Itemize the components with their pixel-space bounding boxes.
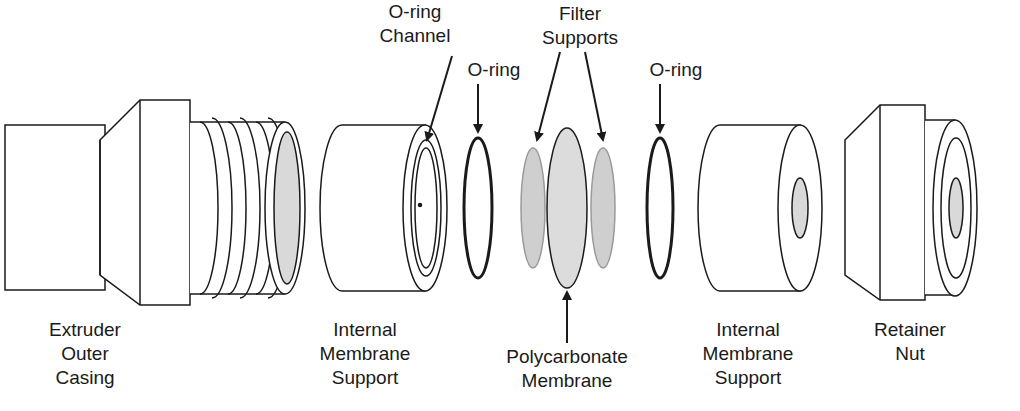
leader-arrows bbox=[427, 52, 660, 343]
part-label: Internal Membrane Support bbox=[315, 318, 415, 390]
part-label: Filter Supports bbox=[530, 2, 630, 50]
filter-support bbox=[521, 148, 545, 268]
retainer-nut bbox=[845, 105, 977, 300]
part-label: Internal Membrane Support bbox=[698, 318, 798, 390]
outer-casing bbox=[5, 100, 305, 305]
part-label: O-ring bbox=[636, 58, 716, 82]
membrane-support-left bbox=[320, 125, 447, 291]
polycarbonate-membrane bbox=[547, 128, 587, 288]
part-label: Polycarbonate Membrane bbox=[492, 345, 642, 393]
o-ring bbox=[647, 138, 673, 278]
filter-support bbox=[591, 148, 615, 268]
part-label: O-ring bbox=[454, 58, 534, 82]
membrane-support-right bbox=[698, 125, 822, 291]
part-label: Extruder Outer Casing bbox=[35, 318, 135, 390]
part-label: O-ring Channel bbox=[365, 0, 465, 48]
part-label: Retainer Nut bbox=[865, 318, 955, 366]
o-ring bbox=[464, 138, 492, 278]
